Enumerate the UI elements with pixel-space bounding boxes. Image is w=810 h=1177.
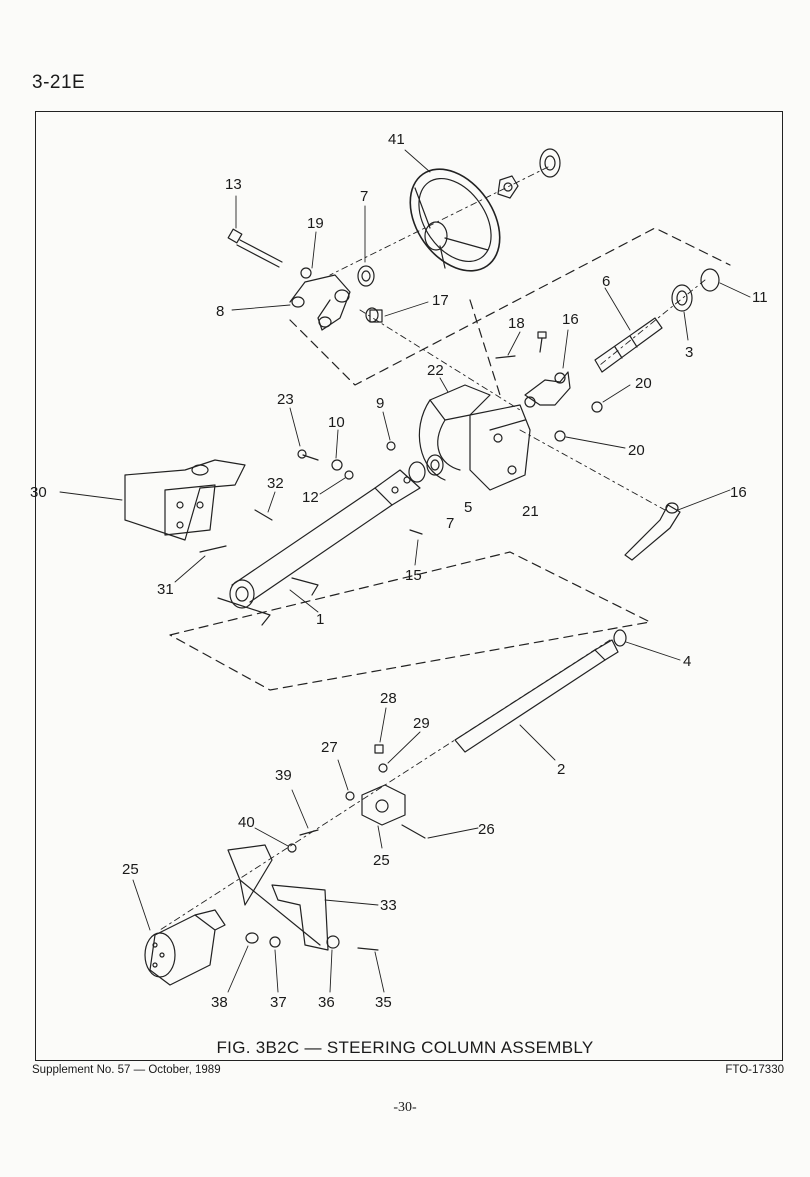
callout-9: 9 <box>376 395 384 412</box>
callout-7-upper: 7 <box>360 188 368 205</box>
callout-38: 38 <box>211 994 228 1011</box>
callout-14: 15 <box>405 567 422 584</box>
callout-33: 32 <box>267 475 284 492</box>
callout-3: 3 <box>685 344 693 361</box>
mounting-bracket <box>124 459 246 541</box>
figure-frame <box>35 111 783 1061</box>
callout-25-text: 25 <box>122 861 139 878</box>
callout-12: 11 <box>752 289 768 306</box>
callout-39: 39 <box>275 767 292 784</box>
callout-31: 30 <box>30 484 47 501</box>
callout-34: 33 <box>380 897 397 914</box>
figure-code: FTO-17330 <box>725 1064 784 1076</box>
callout-labels-extra: 16 25 <box>122 484 747 878</box>
column-tube <box>217 469 421 626</box>
nut-20-b <box>554 430 566 442</box>
callout-26: 25 <box>373 852 390 869</box>
bushing-15 <box>365 307 383 323</box>
lower-fasteners <box>245 932 379 951</box>
callout-10: 10 <box>328 414 345 431</box>
callout-23: 23 <box>277 391 294 408</box>
callout-36: 36 <box>318 994 335 1011</box>
callout-16-text: 16 <box>730 484 747 501</box>
callout-40: 40 <box>238 814 255 831</box>
callout-18: 18 <box>508 315 525 332</box>
callout-19: 19 <box>307 215 324 232</box>
callout-20-lower: 20 <box>628 442 645 459</box>
steering-unit <box>144 909 226 986</box>
callout-6: 6 <box>602 273 610 290</box>
callout-28: 27 <box>321 739 338 756</box>
callout-20-upper: 20 <box>635 375 652 392</box>
upper-bracket <box>289 267 351 331</box>
snap-ring-12 <box>700 268 720 292</box>
bolts-18 <box>495 331 547 359</box>
upper-shaft <box>594 317 663 373</box>
figure-caption: FIG. 3B2C — STEERING COLUMN ASSEMBLY <box>216 1038 594 1057</box>
callout-1: 1 <box>316 611 324 628</box>
callout-30: 29 <box>413 715 430 732</box>
callout-41: 41 <box>388 131 405 148</box>
bolt-13 <box>227 228 283 268</box>
callout-27: 26 <box>478 821 495 838</box>
callout-13: 13 <box>225 176 242 193</box>
supplement-note: Supplement No. 57 — October, 1989 <box>32 1064 221 1076</box>
callout-15: 17 <box>432 292 449 309</box>
support-bracket <box>227 829 329 951</box>
tilt-lever <box>624 502 681 561</box>
callout-35: 35 <box>375 994 392 1011</box>
exploded-group-outlines <box>169 227 731 691</box>
wheel-nut-and-cap <box>497 148 561 199</box>
leader-lines <box>59 149 751 993</box>
callout-2: 2 <box>557 761 565 778</box>
universal-joint <box>524 371 571 408</box>
page-folio: -30- <box>393 1100 417 1115</box>
bearing-3 <box>671 284 693 312</box>
callout-5: 5 <box>464 499 472 516</box>
callout-21: 21 <box>522 503 539 520</box>
callout-29: 28 <box>380 690 397 707</box>
callout-37: 37 <box>270 994 287 1011</box>
small-fasteners <box>297 441 423 535</box>
callout-7-lower: 7 <box>446 515 454 532</box>
lower-shaft <box>454 629 627 753</box>
callout-8: 8 <box>216 303 224 320</box>
coupling <box>345 744 426 839</box>
callout-32: 31 <box>157 581 174 598</box>
callout-11: 12 <box>302 489 319 506</box>
tilt-housing <box>418 384 531 491</box>
bolts-32-33 <box>199 509 273 553</box>
nut-20-a <box>591 401 603 413</box>
bearing-7-upper <box>357 265 375 287</box>
callout-22: 22 <box>427 362 444 379</box>
callout-4: 4 <box>683 653 691 670</box>
callout-labels: 41 13 7 19 8 17 6 11 3 18 16 20 20 22 23… <box>30 131 768 1011</box>
callout-17: 16 <box>562 311 579 328</box>
bearing-and-washer <box>408 454 444 483</box>
steering-wheel <box>409 168 501 272</box>
page-reference: 3-21E <box>32 72 86 93</box>
